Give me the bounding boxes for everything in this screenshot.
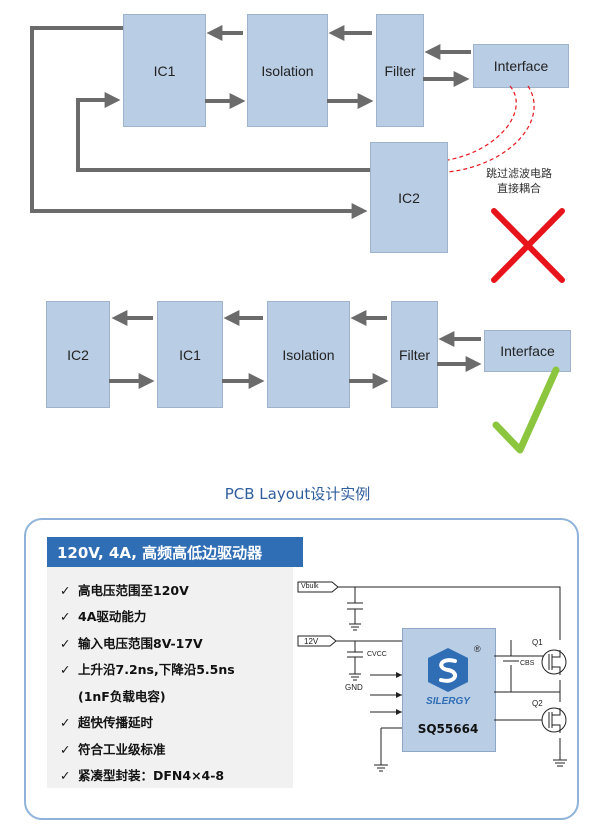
silergy-logo <box>439 658 457 683</box>
block-label: Filter <box>384 62 416 79</box>
arrow <box>396 692 402 698</box>
check-icon: ✓ <box>60 768 71 783</box>
note-line: 直接耦合 <box>497 182 541 195</box>
logo-text: SILERGY <box>426 696 470 707</box>
block-interface-top: Interface <box>473 44 569 88</box>
check-icon: ✓ <box>60 636 71 651</box>
feature-text: 超快传播延时 <box>78 715 154 730</box>
feature-text: 4A驱动能力 <box>78 609 147 624</box>
feature-text: 上升沿7.2ns,下降沿5.5ns <box>78 662 235 677</box>
note-line: 跳过滤波电路 <box>486 167 552 180</box>
feature-text: 符合工业级标准 <box>78 742 166 757</box>
wrong-mark <box>491 208 565 283</box>
feature-item: ✓ 紧凑型封装：DFN4×4-8 <box>60 765 224 784</box>
coupling-note: 跳过滤波电路 直接耦合 <box>474 166 564 196</box>
v12-port <box>297 635 337 647</box>
check-icon: ✓ <box>60 715 71 730</box>
block-ic1-top: IC1 <box>123 14 206 127</box>
q2-label: Q2 <box>532 699 543 708</box>
block-label: Filter <box>398 346 431 363</box>
block-isolation-bottom: Isolation <box>267 301 350 408</box>
cvcc-label: CVCC <box>367 651 387 658</box>
registered-mark: ® <box>474 644 481 654</box>
arrow <box>396 709 402 715</box>
cbs-label: CBS <box>520 660 535 667</box>
arrow <box>396 672 402 678</box>
feature-text: 高电压范围至120V <box>78 583 189 598</box>
check-icon: ✓ <box>60 662 71 677</box>
check-icon: ✓ <box>60 583 71 598</box>
feature-item: (1nF负载电容) <box>60 686 166 705</box>
feature-item: ✓ 高电压范围至120V <box>60 580 189 599</box>
v12-label: 12V <box>304 637 319 646</box>
sw-node <box>494 680 561 693</box>
feature-item: ✓ 符合工业级标准 <box>60 739 166 758</box>
check-icon: ✓ <box>60 609 71 624</box>
product-title: 120V, 4A, 高频高低边驱动器 <box>47 537 303 567</box>
block-label: Interface <box>500 343 555 359</box>
block-interface-bottom: Interface <box>484 330 571 372</box>
block-ic2-bottom: IC2 <box>46 301 110 408</box>
q1-mosfet <box>541 649 567 675</box>
coupling-dashed-line <box>447 85 517 161</box>
feature-text: (1nF负载电容) <box>78 689 166 704</box>
vbulk-cap <box>347 602 363 631</box>
feature-item: ✓ 上升沿7.2ns,下降沿5.5ns <box>60 659 235 678</box>
block-label: IC2 <box>67 346 89 363</box>
arrow <box>30 26 368 219</box>
cbs-wire <box>503 640 519 692</box>
block-label: IC1 <box>153 62 176 79</box>
feature-text: 输入电压范围8V-17V <box>78 636 203 651</box>
ls-source <box>553 738 567 767</box>
block-filter-top: Filter <box>376 14 424 127</box>
q2-mosfet <box>548 708 561 733</box>
block-filter-bottom: Filter <box>391 301 438 408</box>
feature-text: 紧凑型封装：DFN4×4-8 <box>78 768 225 783</box>
block-ic2-top: IC2 <box>370 142 448 253</box>
cvcc-cap <box>347 651 363 681</box>
feature-item: ✓ 4A驱动能力 <box>60 606 146 625</box>
arrow <box>76 92 370 172</box>
coupling-dashed-line <box>447 85 535 173</box>
check-icon: ✓ <box>60 742 71 757</box>
block-label: IC1 <box>179 346 201 363</box>
vbulk-port <box>297 581 339 593</box>
block-label: Isolation <box>282 346 335 363</box>
block-label: Interface <box>493 58 549 74</box>
gnd-wire <box>374 727 402 772</box>
feature-panel <box>47 566 293 788</box>
block-label: Isolation <box>261 62 314 79</box>
block-isolation-top: Isolation <box>247 14 328 127</box>
vbulk-label: Vbulk <box>301 583 319 590</box>
gnd-label: GND <box>345 683 363 692</box>
q1-label: Q1 <box>532 638 543 647</box>
block-ic1-bottom: IC1 <box>157 301 223 408</box>
feature-item: ✓ 超快传播延时 <box>60 712 153 731</box>
q1-mosfet <box>548 650 561 675</box>
chip-label: SQ55664 <box>417 722 479 736</box>
vbulk-rail <box>338 586 561 640</box>
correct-mark <box>492 366 560 454</box>
q2-mosfet <box>541 707 567 733</box>
feature-item: ✓ 输入电压范围8V-17V <box>60 633 203 652</box>
block-label: IC2 <box>398 189 420 206</box>
figure-caption: PCB Layout设计实例 <box>224 485 371 503</box>
